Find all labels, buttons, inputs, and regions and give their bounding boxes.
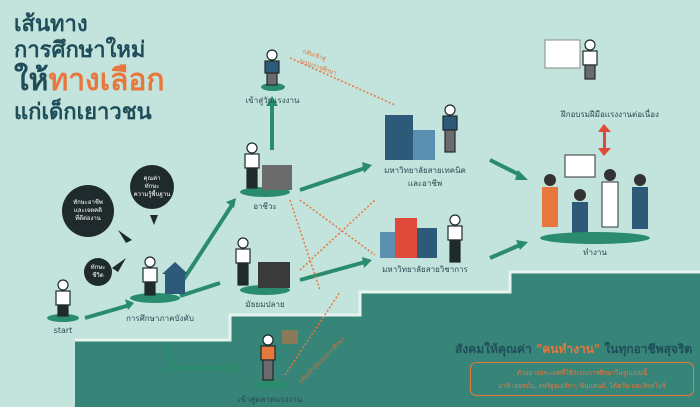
student-icon <box>142 256 158 296</box>
bubble-career-skills: ทักษะอาชีพ และเจตคติ ที่ดีต่องาน <box>62 185 114 237</box>
school-icon <box>165 272 185 294</box>
bubble-career-skills-text: ทักษะอาชีพ และเจตคติ ที่ดีต่องาน <box>73 199 103 222</box>
footer-headline-highlight: "คนทำงาน" <box>536 342 601 356</box>
worker-drill-icon <box>264 49 280 86</box>
bubble-values: คุณค่า ทักษะ ความรู้พื้นฐาน <box>130 165 174 209</box>
two-way-arrow-icon <box>598 124 611 156</box>
bubble-values-text: คุณค่า ทักษะ ความรู้พื้นฐาน <box>133 175 171 198</box>
bubble-life-skills: ทักษะ ชีวิต <box>84 258 112 286</box>
footer-headline-prefix: สังคมให้คุณค่า <box>455 342 536 356</box>
building-icons <box>162 39 581 344</box>
bubble-life-skills-text: ทักษะ ชีวิต <box>90 264 106 279</box>
label-start: start <box>53 326 73 335</box>
label-work: ทำงาน <box>583 248 607 257</box>
note-line-2: อาทิ เยอรมัน, สหรัฐอเมริกา, ฟินแลนด์, ไต… <box>498 381 666 390</box>
note-line-1: ตัวอย่างประเทศที่ใช้ระบบการศึกษาในรูปแบบ… <box>516 368 648 377</box>
label-tech-university: มหาวิทยาลัยสายเทคนิค และอาชีพ <box>384 166 466 188</box>
person-icons <box>55 39 598 381</box>
vocational-student-icon <box>244 142 260 189</box>
tech-grad-icon <box>442 104 458 153</box>
title-highlight: ทางเลือก <box>48 63 165 98</box>
bubble-arrows <box>112 215 158 272</box>
title-line-3: ให้ทางเลือก <box>14 66 165 96</box>
label-labor-market: เข้าสู่ตลาดแรงงาน <box>237 395 303 404</box>
label-working-age: เข้าสู่วัยแรงงาน <box>245 96 300 105</box>
label-compulsory: การศึกษาภาคบังคับ <box>126 314 194 323</box>
footer-headline-suffix: ในทุกอาชีพสุจริต <box>600 342 693 356</box>
label-academic-university: มหาวิทยาลัยสายวิชาการ <box>382 265 468 274</box>
staircase-highlight <box>75 270 700 342</box>
workers-group-icon <box>540 154 650 244</box>
flow-arrows <box>84 105 521 370</box>
title-line-1: เส้นทาง <box>14 12 88 37</box>
footer-headline: สังคมให้คุณค่า "คนทำงาน" ในทุกอาชีพสุจริ… <box>455 340 692 359</box>
labor-worker-icon <box>260 334 276 381</box>
tech-university-icon <box>385 115 413 160</box>
title-prefix: ให้ <box>14 63 49 98</box>
chart-board-icon <box>544 39 581 69</box>
academic-university-icon <box>395 218 417 258</box>
dotted-paths <box>284 57 396 376</box>
highschool-building-icon <box>258 262 290 288</box>
title-line-2: การศึกษาใหม่ <box>14 38 146 63</box>
student-start-icon <box>55 279 71 317</box>
highschool-student-icon <box>235 237 251 286</box>
label-training: ฝึกอบรมฝีมือแรงงานต่อเนื่อง <box>561 110 659 119</box>
trainer-icon <box>582 39 598 80</box>
labor-box-icon <box>282 330 298 344</box>
label-vocational: อาชีวะ <box>253 202 277 211</box>
countries-note-box: ตัวอย่างประเทศที่ใช้ระบบการศึกษาในรูปแบบ… <box>470 362 694 396</box>
vocational-building-icon <box>262 165 292 190</box>
title-line-4: แก่เด็กเยาวชน <box>14 100 152 125</box>
academic-grad-icon <box>447 214 463 263</box>
label-high-school: มัธยมปลาย <box>245 300 285 309</box>
